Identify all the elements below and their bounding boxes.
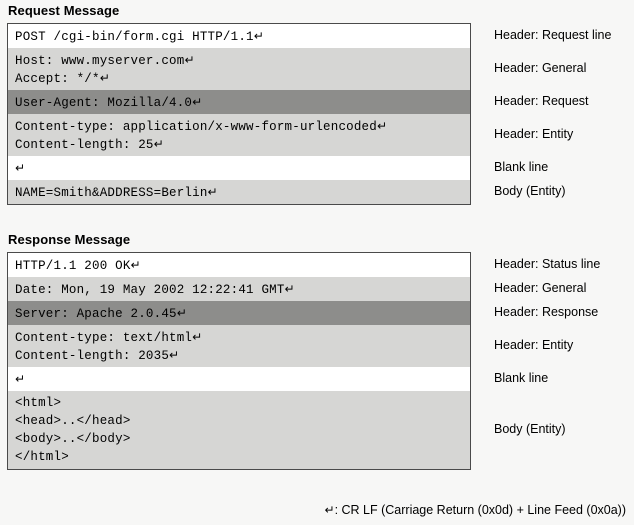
request-line: NAME=Smith&ADDRESS=Berlin↵ (15, 185, 218, 200)
response-band-4: ↵ (8, 367, 470, 391)
request-annotation-4: Blank line (494, 160, 549, 174)
response-message-box: HTTP/1.1 200 OK↵ Date: Mon, 19 May 2002 1… (7, 252, 471, 470)
request-line: User-Agent: Mozilla/4.0↵ (15, 95, 203, 110)
response-line: Content-length: 2035↵ (15, 348, 180, 363)
crlf-icon: ↵ (15, 372, 26, 386)
request-band-1: Host: www.myserver.com↵ Accept: */*↵ (8, 48, 470, 90)
request-line: Accept: */*↵ (15, 71, 110, 86)
response-line: <head>..</head> (15, 414, 131, 428)
crlf-icon: ↵ (153, 137, 164, 151)
crlf-icon: ↵ (192, 95, 203, 109)
request-line: Content-length: 25↵ (15, 137, 164, 152)
response-band-2: Server: Apache 2.0.45↵ (8, 301, 470, 325)
response-line: </html> (15, 450, 69, 464)
crlf-legend-text: : CR LF (Carriage Return (0x0d) + Line F… (334, 503, 626, 517)
response-annotation-0: Header: Status line (494, 257, 601, 271)
request-message-box: POST /cgi-bin/form.cgi HTTP/1.1↵ Host: ww… (7, 23, 471, 205)
response-line: Server: Apache 2.0.45↵ (15, 306, 187, 321)
request-band-5: NAME=Smith&ADDRESS=Berlin↵ (8, 180, 470, 204)
request-band-3: Content-type: application/x-www-form-url… (8, 114, 470, 156)
request-annotation-5: Body (Entity) (494, 184, 566, 198)
response-line: HTTP/1.1 200 OK↵ (15, 258, 141, 273)
response-annotation-4: Blank line (494, 371, 549, 385)
response-band-1: Date: Mon, 19 May 2002 12:22:41 GMT↵ (8, 277, 470, 301)
response-line: Content-type: text/html↵ (15, 330, 203, 345)
crlf-icon: ↵ (284, 282, 295, 296)
response-line: Date: Mon, 19 May 2002 12:22:41 GMT↵ (15, 282, 295, 297)
crlf-icon: ↵ (169, 348, 180, 362)
response-line: <html> (15, 396, 62, 410)
response-line: <body>..</body> (15, 432, 131, 446)
crlf-icon: ↵ (184, 53, 195, 67)
response-line: ↵ (15, 370, 470, 388)
request-band-2: User-Agent: Mozilla/4.0↵ (8, 90, 470, 114)
crlf-icon: ↵ (130, 258, 141, 272)
request-line: Content-type: application/x-www-form-url… (15, 119, 388, 134)
response-annotation-3: Header: Entity (494, 338, 574, 352)
crlf-icon: ↵ (253, 29, 265, 43)
request-band-0: POST /cgi-bin/form.cgi HTTP/1.1↵ (8, 24, 470, 48)
crlf-icon: ↵ (99, 71, 110, 85)
request-line: Host: www.myserver.com↵ (15, 53, 195, 68)
request-annotation-3: Header: Entity (494, 127, 574, 141)
crlf-icon: ↵ (207, 185, 218, 199)
response-annotation-2: Header: Response (494, 305, 599, 319)
crlf-legend: ↵: CR LF (Carriage Return (0x0d) + Line … (0, 503, 627, 518)
response-band-3: Content-type: text/html↵ Content-length: … (8, 325, 470, 367)
request-annotation-0: Header: Request line (494, 28, 612, 42)
crlf-icon: ↵ (176, 306, 187, 320)
crlf-symbol: ↵ (324, 503, 335, 517)
request-line: ↵ (15, 159, 470, 177)
response-band-5: <html> <head>..</head> <body>..</body> </ht… (8, 391, 470, 469)
request-section-title: Request Message (8, 3, 120, 18)
response-section-title: Response Message (8, 232, 131, 247)
crlf-icon: ↵ (192, 330, 203, 344)
crlf-icon: ↵ (376, 119, 388, 133)
response-annotation-1: Header: General (494, 281, 587, 295)
request-line: POST /cgi-bin/form.cgi HTTP/1.1↵ (15, 29, 265, 44)
response-annotation-5: Body (Entity) (494, 422, 566, 436)
request-band-4: ↵ (8, 156, 470, 180)
request-annotation-2: Header: Request (494, 94, 589, 108)
crlf-icon: ↵ (15, 161, 26, 175)
request-annotation-1: Header: General (494, 61, 587, 75)
response-band-0: HTTP/1.1 200 OK↵ (8, 253, 470, 277)
